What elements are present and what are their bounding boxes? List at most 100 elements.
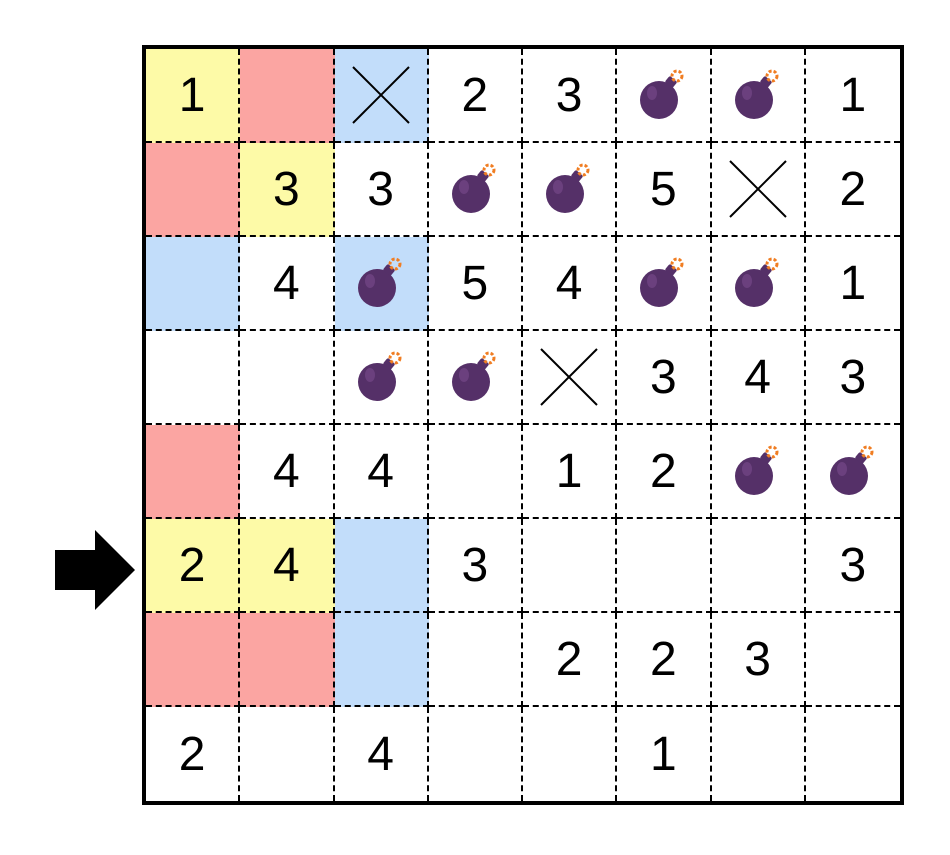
cell-number: 1 <box>650 727 677 781</box>
cell-r3-c1[interactable] <box>146 237 241 331</box>
cell-number: 4 <box>367 727 394 781</box>
mine-icon <box>451 163 496 213</box>
cell-r6-c2[interactable]: 4 <box>240 519 335 613</box>
cell-r6-c1[interactable]: 2 <box>146 519 241 613</box>
cell-r2-c8[interactable]: 2 <box>805 143 900 237</box>
cell-r5-c6[interactable]: 2 <box>617 425 712 519</box>
cell-r2-c6[interactable]: 5 <box>617 143 712 237</box>
cell-r7-c5[interactable]: 2 <box>523 613 618 707</box>
cell-r3-c2[interactable]: 4 <box>240 237 335 331</box>
cell-r7-c3[interactable] <box>334 613 429 707</box>
cell-r6-c7[interactable] <box>711 519 806 613</box>
cell-number: 2 <box>178 727 206 781</box>
cell-number: 3 <box>367 162 394 216</box>
cell-r7-c4[interactable] <box>428 613 523 707</box>
cell-r7-c6[interactable]: 2 <box>617 613 712 707</box>
cell-r4-c5[interactable] <box>523 331 618 425</box>
cell-r6-c5[interactable] <box>523 519 618 613</box>
cell-r4-c6[interactable]: 3 <box>617 331 712 425</box>
cell-r4-c4[interactable] <box>428 331 523 425</box>
cell-r7-c7[interactable]: 3 <box>711 613 806 707</box>
cell-number: 1 <box>839 68 867 122</box>
cell-number: 3 <box>839 538 867 592</box>
cell-r2-c2[interactable]: 3 <box>240 143 335 237</box>
mine-icon <box>734 445 779 495</box>
cell-number: 2 <box>461 68 489 122</box>
cell-r6-c8[interactable]: 3 <box>805 519 900 613</box>
cell-r7-c8[interactable] <box>805 613 900 707</box>
cell-r8-c4[interactable] <box>428 707 523 801</box>
cell-r1-c3[interactable] <box>334 49 429 143</box>
cell-number: 2 <box>650 444 677 498</box>
cell-r4-c8[interactable]: 3 <box>805 331 900 425</box>
cell-r3-c4[interactable]: 5 <box>428 237 523 331</box>
cell-r4-c7[interactable]: 4 <box>711 331 806 425</box>
cell-number: 4 <box>367 444 394 498</box>
cell-number: 1 <box>839 256 867 310</box>
cell-r3-c5[interactable]: 4 <box>523 237 618 331</box>
cell-r3-c6[interactable] <box>617 237 712 331</box>
cell-number: 2 <box>555 632 583 686</box>
mine-icon <box>640 257 684 307</box>
cell-number: 4 <box>744 350 771 404</box>
cell-r5-c4[interactable] <box>428 425 523 519</box>
cell-r5-c1[interactable] <box>146 425 241 519</box>
mine-icon <box>546 163 590 213</box>
cell-r6-c4[interactable]: 3 <box>428 519 523 613</box>
mine-icon <box>451 351 496 401</box>
cell-r4-c3[interactable] <box>334 331 429 425</box>
cell-r1-c6[interactable] <box>617 49 712 143</box>
mine-icon <box>357 351 402 401</box>
cell-r8-c2[interactable] <box>240 707 335 801</box>
cell-r1-c2[interactable] <box>240 49 335 143</box>
cell-number: 3 <box>461 538 489 592</box>
cell-r1-c1[interactable]: 1 <box>146 49 241 143</box>
mine-icon <box>734 69 779 119</box>
cell-r5-c8[interactable] <box>805 425 900 519</box>
cell-r8-c1[interactable]: 2 <box>146 707 241 801</box>
cross-mark-icon <box>351 66 410 124</box>
cross-mark-icon <box>728 160 787 218</box>
cell-number: 3 <box>273 162 300 216</box>
cell-r6-c3[interactable] <box>334 519 429 613</box>
cell-number: 4 <box>273 444 300 498</box>
cell-r2-c5[interactable] <box>523 143 618 237</box>
cell-number: 2 <box>178 538 206 592</box>
cell-r5-c5[interactable]: 1 <box>523 425 618 519</box>
cell-r1-c8[interactable]: 1 <box>805 49 900 143</box>
cell-r6-c6[interactable] <box>617 519 712 613</box>
cell-number: 4 <box>555 256 583 310</box>
mine-icon <box>357 257 402 307</box>
cell-r5-c7[interactable] <box>711 425 806 519</box>
cell-number: 2 <box>650 632 677 686</box>
cell-r2-c4[interactable] <box>428 143 523 237</box>
cell-r8-c8[interactable] <box>805 707 900 801</box>
cross-mark-icon <box>540 348 598 406</box>
cell-r4-c1[interactable] <box>146 331 241 425</box>
cell-r2-c7[interactable] <box>711 143 806 237</box>
cell-r3-c3[interactable] <box>334 237 429 331</box>
cell-r1-c4[interactable]: 2 <box>428 49 523 143</box>
mine-icon <box>640 69 684 119</box>
cell-r7-c1[interactable] <box>146 613 241 707</box>
cell-r2-c3[interactable]: 3 <box>334 143 429 237</box>
cell-r2-c1[interactable] <box>146 143 241 237</box>
cell-number: 3 <box>744 632 771 686</box>
cell-r5-c2[interactable]: 4 <box>240 425 335 519</box>
cell-r8-c7[interactable] <box>711 707 806 801</box>
cell-r5-c3[interactable]: 4 <box>334 425 429 519</box>
mine-icon <box>829 445 874 495</box>
cell-r4-c2[interactable] <box>240 331 335 425</box>
cell-r8-c5[interactable] <box>523 707 618 801</box>
cell-r1-c7[interactable] <box>711 49 806 143</box>
cell-r3-c8[interactable]: 1 <box>805 237 900 331</box>
cell-r7-c2[interactable] <box>240 613 335 707</box>
cell-r1-c5[interactable]: 3 <box>523 49 618 143</box>
cell-r8-c3[interactable]: 4 <box>334 707 429 801</box>
cell-r3-c7[interactable] <box>711 237 806 331</box>
cell-number: 3 <box>839 350 867 404</box>
cell-r8-c6[interactable]: 1 <box>617 707 712 801</box>
cell-number: 3 <box>650 350 677 404</box>
